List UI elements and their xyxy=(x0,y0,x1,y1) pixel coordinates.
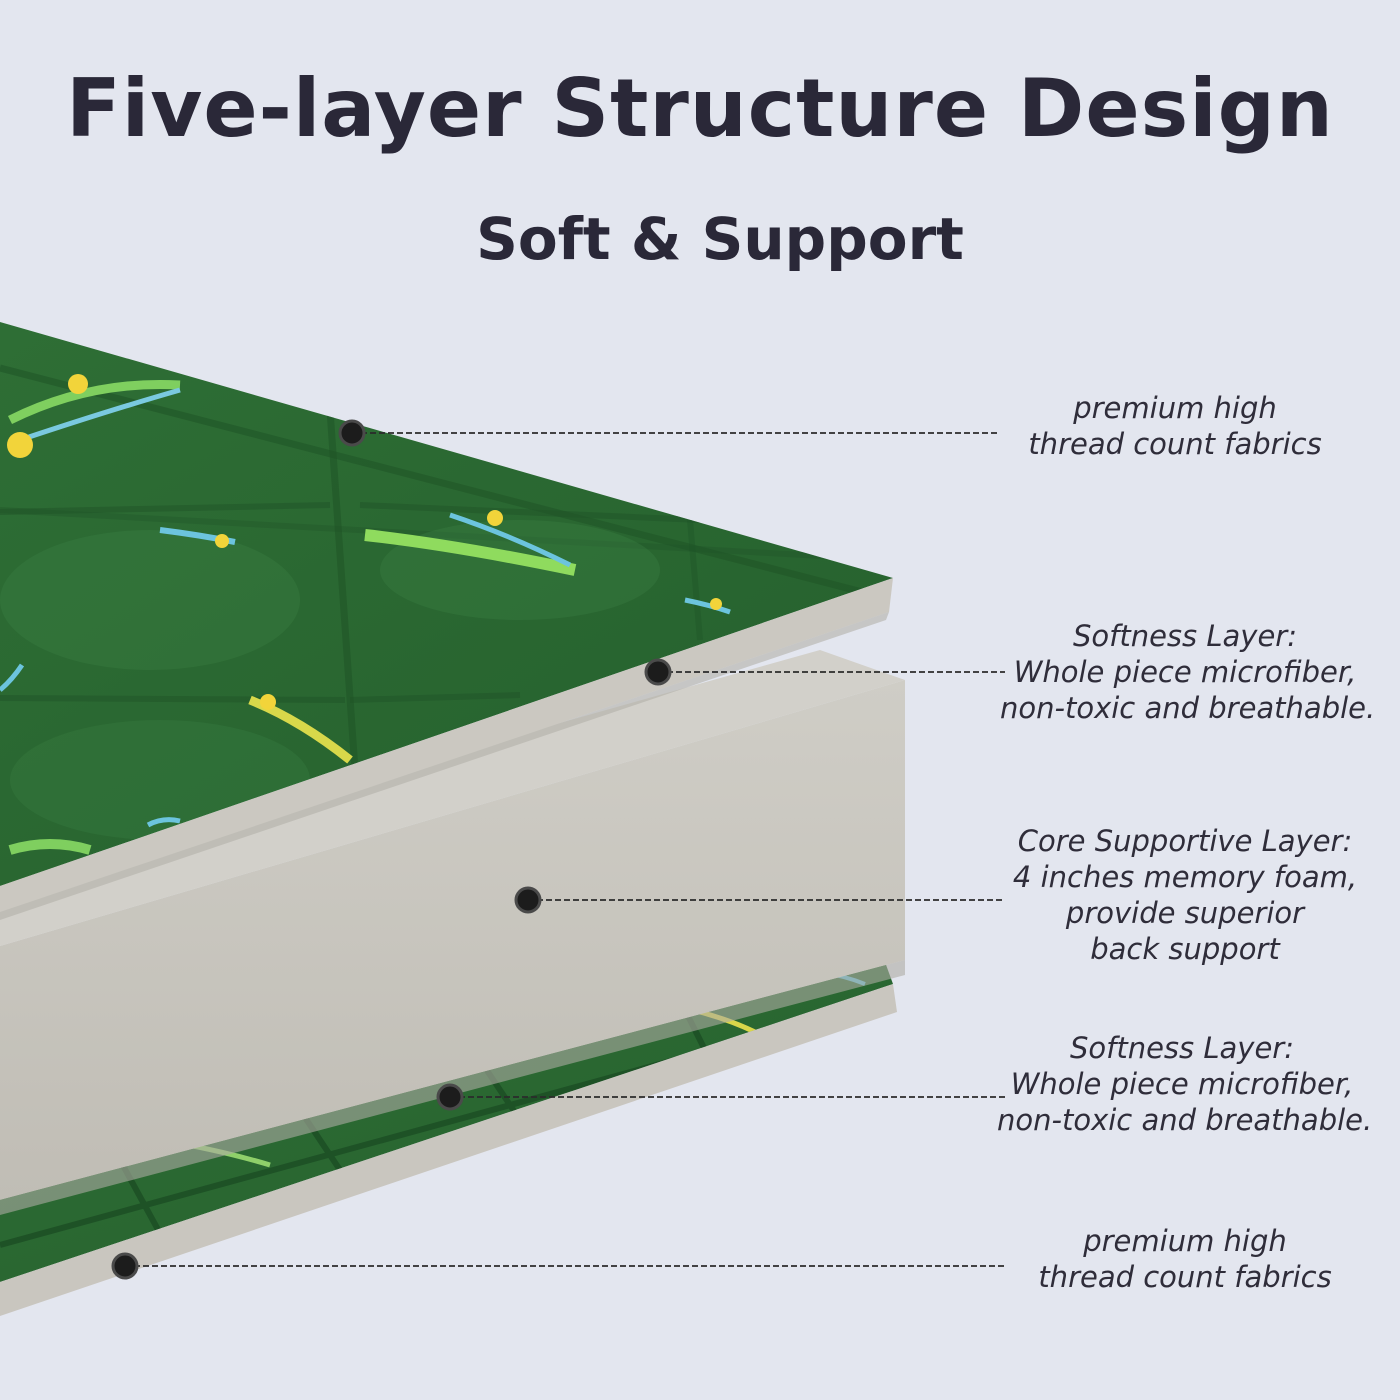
callout-markers xyxy=(111,419,672,1280)
marker-dot-3 xyxy=(514,886,542,914)
bottom-fabric-layer xyxy=(0,962,897,1316)
marker-dot-2 xyxy=(644,658,672,686)
marker-dot-1 xyxy=(338,419,366,447)
callout-lines xyxy=(125,432,1005,1267)
layer-label-2: Softness Layer: Whole piece microfiber, … xyxy=(1000,619,1376,725)
layer-label-3: Core Supportive Layer: 4 inches memory f… xyxy=(1012,824,1358,966)
page-title: Five-layer Structure Design xyxy=(66,62,1334,155)
layer-label-5: premium high thread count fabrics xyxy=(1038,1224,1332,1294)
layer-label-4: Softness Layer: Whole piece microfiber, … xyxy=(997,1031,1373,1137)
marker-dot-5 xyxy=(111,1252,139,1280)
page-subtitle: Soft & Support xyxy=(476,205,964,273)
layer-label-1: premium high thread count fabrics xyxy=(1028,391,1322,461)
top-fabric-layer xyxy=(0,322,893,920)
marker-dot-4 xyxy=(436,1083,464,1111)
